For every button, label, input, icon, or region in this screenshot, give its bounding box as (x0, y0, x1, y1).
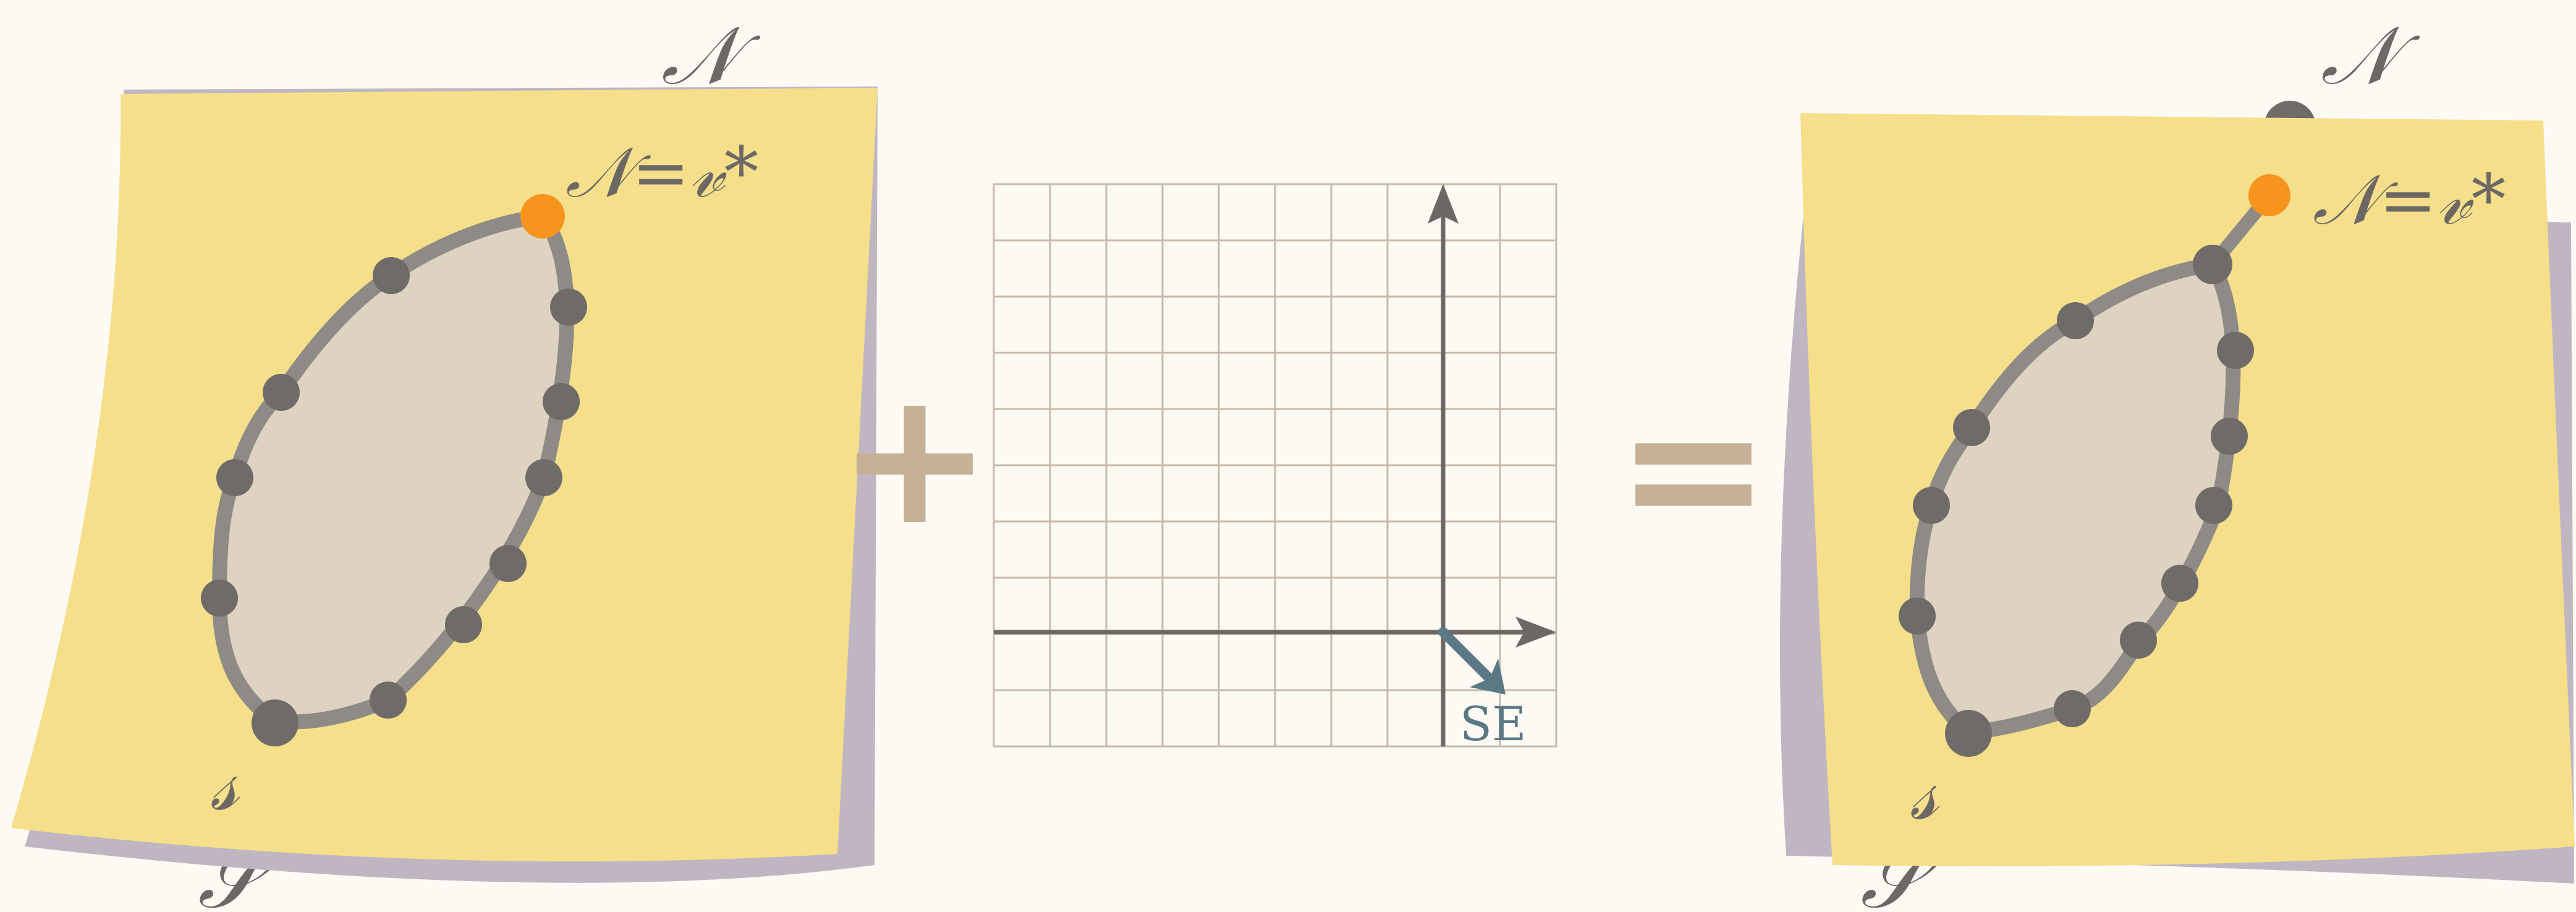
left-node (550, 289, 587, 326)
right-node (1899, 597, 1936, 635)
left-node (543, 383, 580, 420)
plus-sign: + (837, 350, 992, 566)
equals-sign: = (1616, 361, 1771, 576)
right-node (1953, 409, 1990, 446)
right-node (2120, 622, 2157, 659)
left-start-label: 𝓈 (210, 738, 240, 828)
right-node (2217, 332, 2254, 369)
right-node (2193, 245, 2232, 284)
left-node (445, 606, 482, 643)
right-target-label: 𝒩=𝓋* (2313, 160, 2506, 240)
right-node (2161, 565, 2198, 602)
left-node (263, 374, 300, 411)
left-panel: 𝒩 𝒮 𝒩=𝓋* 𝓈 (11, 9, 878, 912)
plus-operator: + (837, 350, 992, 566)
left-start-node (252, 699, 299, 746)
right-target-node (2248, 174, 2290, 216)
left-node (489, 545, 527, 582)
left-node (216, 459, 253, 496)
right-node (2054, 690, 2091, 727)
direction-grid: SE (994, 184, 1556, 751)
right-node (2057, 302, 2094, 339)
equals-operator: = (1616, 361, 1771, 576)
right-behind-target-label: 𝒩 (2321, 9, 2420, 103)
right-node (2195, 487, 2232, 524)
left-node (370, 682, 407, 719)
direction-label: SE (1460, 696, 1527, 751)
right-start-node (1945, 710, 1992, 757)
left-target-label: 𝒩=𝓋* (566, 133, 758, 213)
right-node (1913, 487, 1950, 524)
right-panel: 𝒩 𝒮 𝒩=𝓋* 𝓈 (1780, 9, 2575, 912)
left-node (373, 257, 410, 294)
right-node (2211, 418, 2248, 455)
right-start-label: 𝓈 (1910, 748, 1940, 837)
left-node (525, 459, 562, 496)
left-node (201, 580, 238, 617)
left-target-node (520, 194, 565, 239)
